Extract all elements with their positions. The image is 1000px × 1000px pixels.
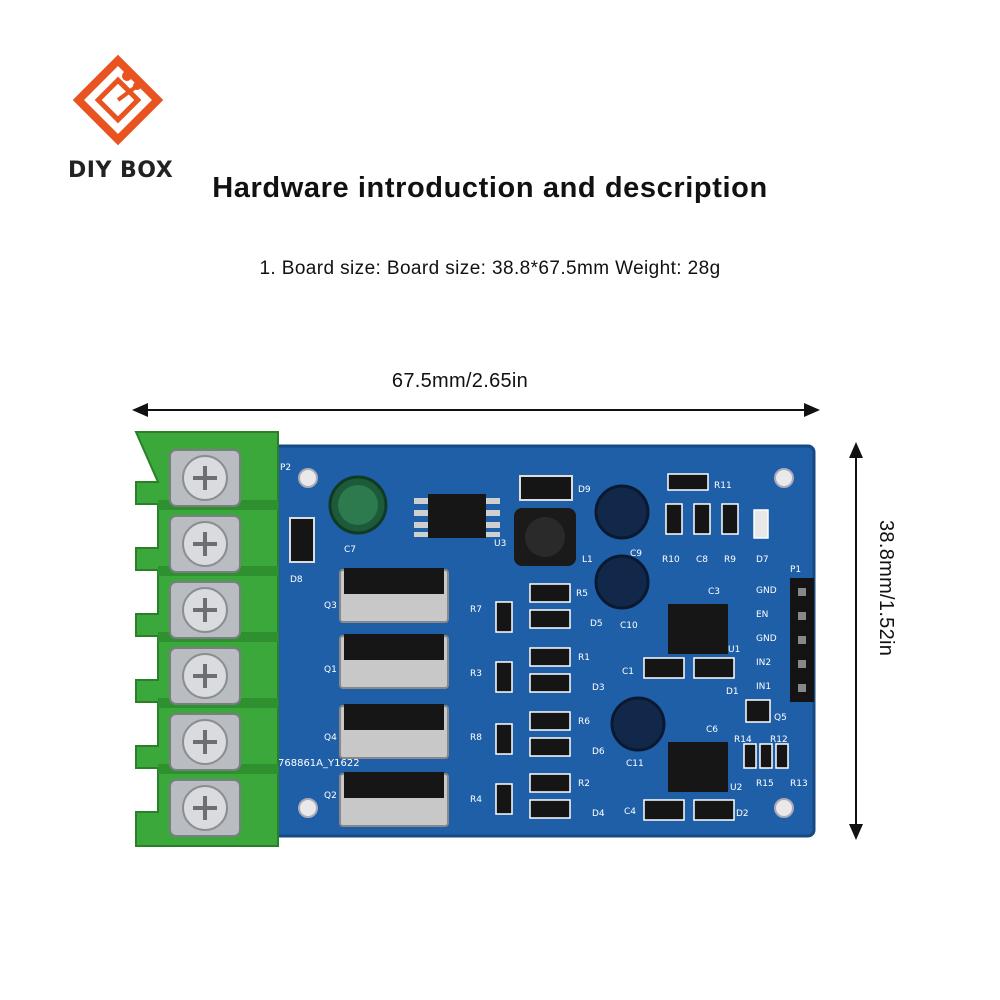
silk-ref: R12 — [770, 735, 788, 745]
silk-ref: U3 — [494, 539, 506, 549]
silk-ref: D4 — [592, 809, 605, 819]
silk-ref: R10 — [662, 555, 680, 565]
silk-board-code: 768861A_Y1622 — [278, 758, 360, 769]
silk-ref: D8 — [290, 575, 303, 585]
silk-ref: U2 — [730, 783, 742, 793]
screw-icon — [169, 581, 241, 639]
brand-name: DIY BOX — [68, 158, 174, 183]
silk-ref: C7 — [344, 545, 356, 555]
silk-ref: R9 — [724, 555, 736, 565]
silk-ref: Q1 — [324, 665, 337, 675]
silk-ref: D2 — [736, 809, 749, 819]
silk-ref: R8 — [470, 733, 482, 743]
silk-ref: R13 — [790, 779, 808, 789]
silk-ref: D6 — [592, 747, 605, 757]
silk-ref: R4 — [470, 795, 482, 805]
screw-icon — [169, 449, 241, 507]
silk-ref: Q4 — [324, 733, 337, 743]
silk-ref: D5 — [590, 619, 603, 629]
pcb-board: P2 P1 GND EN GND IN2 IN1 768861A_Y1622 C… — [260, 444, 816, 838]
silk-ref: U1 — [728, 645, 740, 655]
silk-ref: R7 — [470, 605, 482, 615]
silk-ref: D1 — [726, 687, 739, 697]
screw-icon — [169, 779, 241, 837]
diybox-logo-icon — [72, 54, 164, 146]
silk-p2: P2 — [280, 463, 291, 473]
silk-ref: D9 — [578, 485, 591, 495]
silk-pin-4: IN2 — [756, 658, 771, 668]
silk-ref: Q5 — [774, 713, 787, 723]
silk-ref: R15 — [756, 779, 774, 789]
height-arrow-icon — [849, 442, 863, 840]
board-size-description: 1. Board size: Board size: 38.8*67.5mm W… — [259, 258, 721, 279]
silk-ref: L1 — [582, 555, 593, 565]
silk-ref: C11 — [626, 759, 644, 769]
silk-ref: Q2 — [324, 791, 337, 801]
silk-ref: C10 — [620, 621, 638, 631]
screw-icon — [169, 713, 241, 771]
width-dimension-label: 67.5mm/2.65in — [391, 370, 529, 392]
silk-ref: R5 — [576, 589, 588, 599]
silk-ref: D7 — [756, 555, 769, 565]
silk-ref: R3 — [470, 669, 482, 679]
screw-icon — [169, 515, 241, 573]
silk-ref: R14 — [734, 735, 752, 745]
silk-pin-1: GND — [756, 586, 777, 596]
silk-ref: R11 — [714, 481, 732, 491]
page-title: Hardware introduction and description — [212, 172, 768, 204]
silk-ref: C1 — [622, 667, 634, 677]
silk-p1: P1 — [790, 565, 801, 575]
width-arrow-icon — [132, 403, 820, 417]
silk-ref: C4 — [624, 807, 636, 817]
silk-ref: C8 — [696, 555, 708, 565]
terminal-block — [134, 431, 279, 847]
silk-pin-3: GND — [756, 634, 777, 644]
silk-ref: D3 — [592, 683, 605, 693]
height-dimension-label: 38.8mm/1.52in — [875, 520, 897, 657]
silk-ref: Q3 — [324, 601, 337, 611]
silk-ref: C6 — [706, 725, 718, 735]
silk-ref: R1 — [578, 653, 590, 663]
silk-ref: R6 — [578, 717, 590, 727]
silk-pin-5: IN1 — [756, 682, 771, 692]
silk-ref: C9 — [630, 549, 642, 559]
silk-ref: C3 — [708, 587, 720, 597]
silk-pin-2: EN — [756, 610, 768, 620]
screw-icon — [169, 647, 241, 705]
silk-ref: R2 — [578, 779, 590, 789]
